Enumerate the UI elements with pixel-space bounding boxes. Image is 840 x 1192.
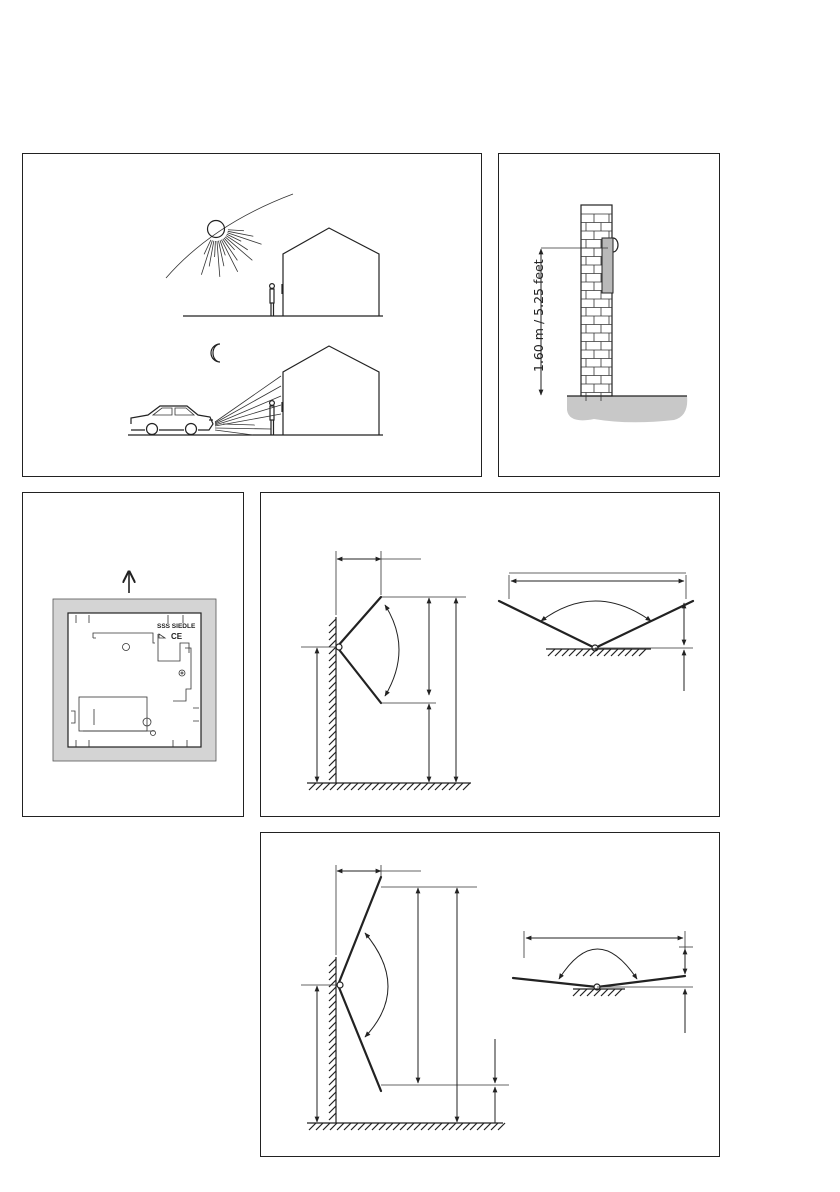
motion-sensor-icon [613, 238, 618, 252]
ground-area [567, 396, 687, 422]
mounted-device [602, 238, 613, 293]
mounting-height-illustration: 1.60 m / 5.25 feet [499, 154, 721, 478]
ce-marking: CE [171, 632, 183, 641]
mounting-height-panel: 1.60 m / 5.25 feet [498, 153, 720, 477]
side-view-lower [301, 865, 509, 1130]
person-icon [270, 284, 275, 316]
night-house-outline [283, 346, 379, 435]
house-icon [283, 228, 379, 316]
top-view-lower [513, 931, 693, 1033]
side-view [301, 551, 471, 790]
night-person-figure [270, 401, 275, 435]
light-conditions-illustration [23, 154, 483, 478]
mounting-height-label: 1.60 m / 5.25 feet [531, 259, 546, 372]
top-view [499, 573, 693, 691]
detection-angle-diagram-lower [261, 833, 721, 1158]
car-icon [131, 406, 213, 435]
crescent-moon-icon [211, 344, 220, 362]
device-back-illustration: SSS SIEDLE CE [23, 493, 245, 818]
brand-label: SSS SIEDLE [157, 623, 196, 630]
detection-angle-panel-lower [260, 832, 720, 1157]
device-orientation-panel: SSS SIEDLE CE [22, 492, 244, 817]
detection-angle-diagram-upper [261, 493, 721, 818]
detection-angle-panel-upper [260, 492, 720, 817]
sun-icon [201, 221, 261, 277]
light-conditions-panel [22, 153, 482, 477]
